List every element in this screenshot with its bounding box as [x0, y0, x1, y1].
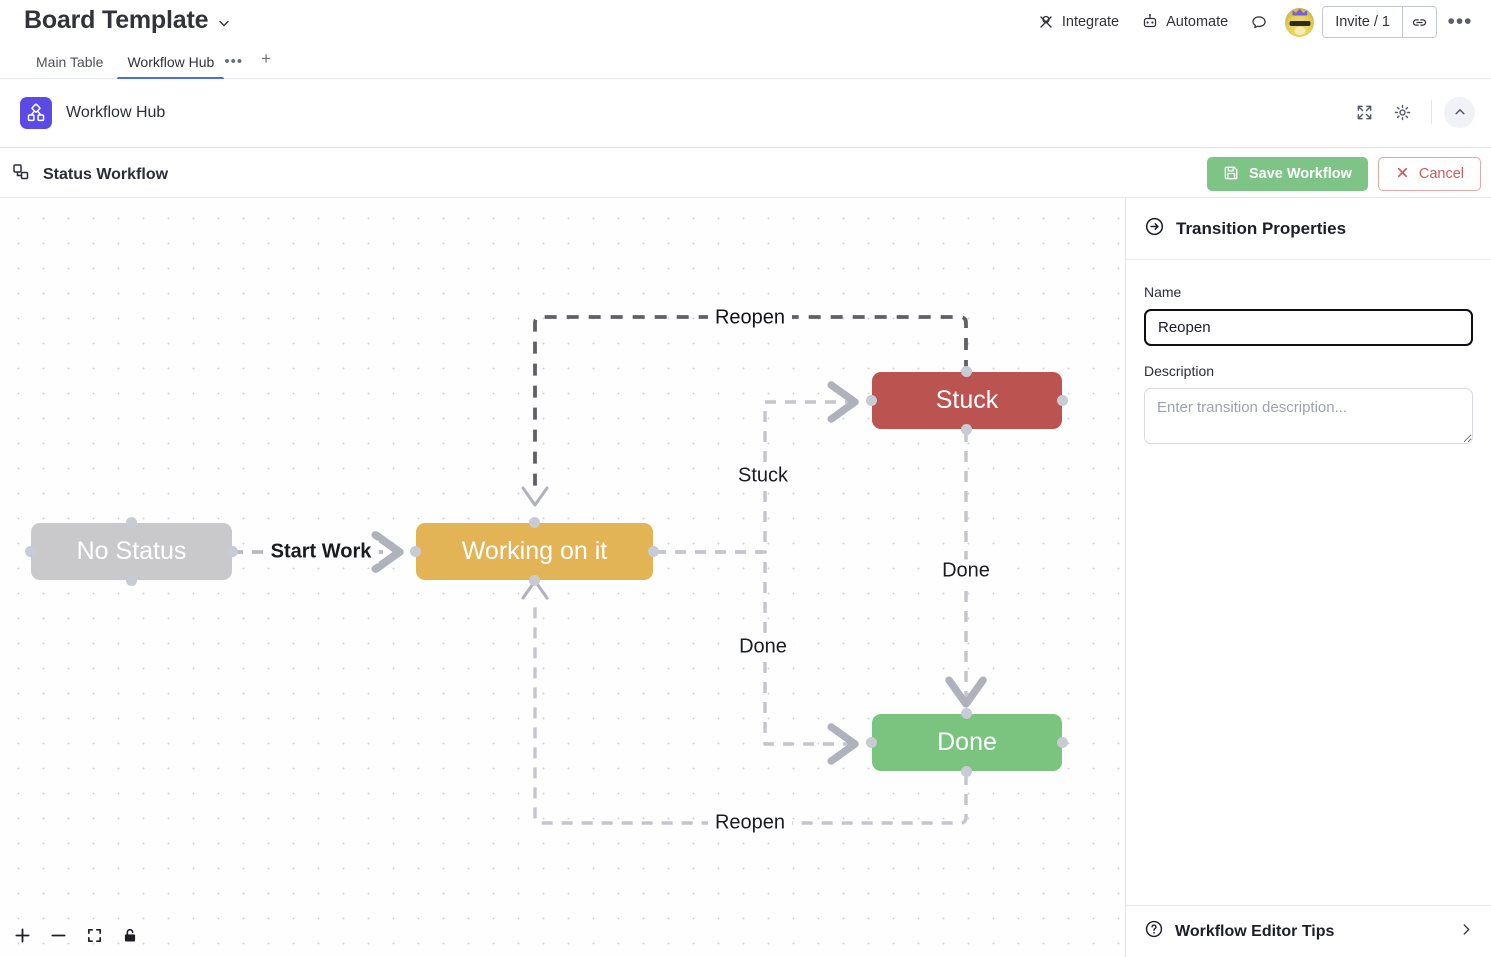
node-no-status[interactable]: No Status [25, 517, 238, 586]
invite-button[interactable]: Invite / 1 [1323, 7, 1402, 37]
canvas-controls [4, 921, 148, 949]
edge-label-start-work[interactable]: Start Work [263, 540, 379, 564]
chat-bubble-icon [1250, 13, 1268, 31]
automate-button[interactable]: Automate [1130, 7, 1239, 37]
expand-icon[interactable] [1347, 95, 1381, 129]
workflow-editor-tips-row[interactable]: Workflow Editor Tips [1126, 905, 1491, 957]
top-bar-actions: Integrate Automate Invite / 1 ••• [1026, 6, 1477, 38]
invite-group: Invite / 1 [1322, 6, 1437, 38]
x-icon [1395, 165, 1410, 184]
question-circle-icon [1144, 919, 1164, 944]
automate-label: Automate [1166, 14, 1229, 30]
chevron-down-icon[interactable] [217, 16, 231, 30]
tab-more-dots-icon[interactable]: ••• [224, 53, 244, 70]
transition-properties-panel: Transition Properties Name Description W… [1125, 198, 1491, 957]
node-label: No Status [76, 537, 187, 565]
top-bar: Board Template Integrate Automate [0, 0, 1491, 46]
node-handle-bottom[interactable] [126, 575, 137, 586]
workflow-editor-tips-group: Workflow Editor Tips [1144, 919, 1334, 944]
transition-description-textarea[interactable] [1144, 388, 1473, 444]
transition-name-input[interactable] [1144, 309, 1473, 346]
tabs-bar: Main Table Workflow Hub ••• + [0, 46, 1491, 80]
edge-reopen-bottom[interactable] [533, 598, 968, 825]
edge-label-reopen-top[interactable]: Reopen [707, 306, 793, 330]
node-handle-left[interactable] [410, 546, 421, 557]
name-field-label: Name [1144, 284, 1182, 300]
node-handle-top[interactable] [126, 517, 137, 528]
node-handle-right[interactable] [648, 546, 659, 557]
node-handle-right[interactable] [227, 546, 238, 557]
panel-title: Transition Properties [1176, 218, 1347, 238]
more-dots-icon[interactable]: ••• [1447, 10, 1473, 33]
node-handle-bottom[interactable] [961, 424, 972, 435]
minus-icon[interactable] [48, 925, 68, 945]
integrate-button[interactable]: Integrate [1026, 7, 1130, 37]
node-handle-left[interactable] [866, 737, 877, 748]
integrate-label: Integrate [1061, 14, 1120, 30]
save-disk-icon [1223, 164, 1240, 185]
chat-button[interactable] [1239, 7, 1279, 37]
cancel-label: Cancel [1418, 166, 1464, 182]
lock-icon[interactable] [120, 925, 140, 945]
robot-icon [1141, 13, 1159, 31]
node-working-on-it[interactable]: Working on it [410, 517, 659, 586]
description-field-label: Description [1144, 363, 1215, 379]
node-label: Working on it [461, 537, 608, 565]
status-workflow-actions: Save Workflow Cancel [1206, 157, 1481, 191]
plus-icon[interactable] [12, 925, 32, 945]
board-title-group[interactable]: Board Template [24, 6, 231, 35]
save-workflow-button[interactable]: Save Workflow [1206, 157, 1368, 191]
node-label: Stuck [935, 386, 999, 414]
avatar[interactable] [1285, 7, 1315, 37]
node-handle-left[interactable] [866, 395, 877, 406]
edge-label-done-2[interactable]: Done [935, 559, 997, 583]
tab-workflow-hub[interactable]: Workflow Hub [115, 54, 226, 80]
node-handle-top[interactable] [961, 708, 972, 719]
workflow-editor-tips-label: Workflow Editor Tips [1175, 922, 1335, 940]
node-handle-left[interactable] [25, 546, 36, 557]
snout-decoration [1294, 26, 1306, 35]
glasses-decoration [1289, 20, 1311, 26]
status-workflow-identity: Status Workflow [10, 161, 168, 188]
save-workflow-label: Save Workflow [1248, 166, 1352, 182]
tab-list: Main Table Workflow Hub ••• + [24, 46, 281, 80]
link-icon[interactable] [1402, 7, 1436, 37]
edge-label-stuck[interactable]: Stuck [730, 464, 796, 488]
workflow-nodes-icon [10, 161, 32, 188]
workflow-hub-title: Workflow Hub [66, 104, 166, 121]
arrow-circle-right-icon [1144, 216, 1165, 242]
node-label: Done [937, 728, 997, 756]
status-workflow-title: Status Workflow [43, 165, 169, 183]
tab-main-table[interactable]: Main Table [36, 54, 104, 70]
edge-label-reopen-bottom[interactable]: Reopen [707, 811, 793, 835]
node-stuck[interactable]: Stuck [866, 366, 1068, 435]
chevron-right-icon[interactable] [1459, 922, 1474, 942]
workflow-canvas[interactable]: No Status Working on it Stuck Done Start… [0, 198, 1125, 957]
node-handle-bottom[interactable] [529, 575, 540, 586]
gear-icon[interactable] [1385, 95, 1419, 129]
node-done[interactable]: Done [866, 708, 1068, 777]
edge-label-done[interactable]: Done [732, 635, 794, 659]
fit-view-icon[interactable] [84, 925, 104, 945]
workflow-hub-logo-icon [20, 97, 52, 129]
cancel-button[interactable]: Cancel [1377, 157, 1481, 191]
integrate-icon [1037, 13, 1055, 31]
divider [1431, 100, 1432, 124]
panel-header: Transition Properties [1126, 198, 1491, 260]
node-handle-bottom[interactable] [961, 766, 972, 777]
node-handle-top[interactable] [529, 517, 540, 528]
workflow-hub-identity: Workflow Hub [20, 97, 165, 129]
workflow-hub-header: Workflow Hub [0, 79, 1491, 148]
crown-decoration [1292, 8, 1308, 16]
workflow-hub-actions [1347, 95, 1475, 129]
chevron-up-icon[interactable] [1444, 96, 1475, 128]
panel-body: Name Description [1126, 260, 1491, 449]
page-title: Board Template [24, 6, 209, 34]
add-tab-plus-icon[interactable]: + [261, 49, 272, 68]
node-handle-right[interactable] [1057, 737, 1068, 748]
node-handle-right[interactable] [1057, 395, 1068, 406]
status-workflow-subheader: Status Workflow Save Workflow Cancel [0, 148, 1491, 198]
node-handle-top[interactable] [961, 366, 972, 377]
